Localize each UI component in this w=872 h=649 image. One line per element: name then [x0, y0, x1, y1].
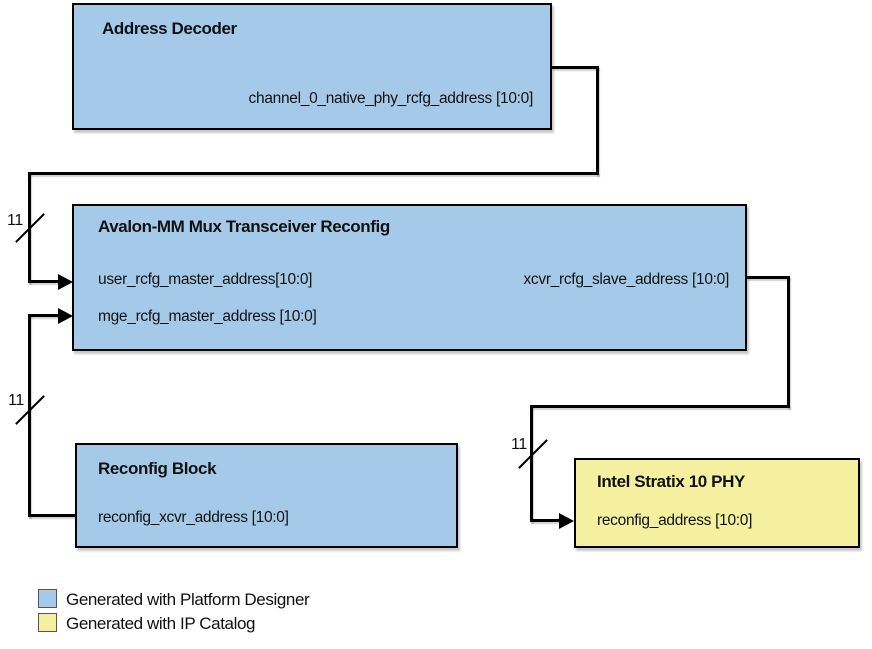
wire-mge-in-h — [28, 314, 60, 317]
port-xcvr-rcfg-slave-address: xcvr_rcfg_slave_address [10:0] — [523, 271, 729, 288]
block-reconfig: Reconfig Block reconfig_xcvr_address [10… — [75, 443, 458, 548]
wire-phy-bus-v — [530, 405, 533, 522]
wire-phy-in-h — [530, 519, 561, 522]
bus-width-label-user: 11 — [7, 212, 24, 229]
block-title-avalon-mm-mux: Avalon-MM Mux Transceiver Reconfig — [98, 217, 390, 236]
port-mge-rcfg-master-address: mge_rcfg_master_address [10:0] — [98, 308, 317, 325]
arrowhead-mge-port — [58, 307, 73, 324]
legend-swatch-ip-catalog — [38, 613, 57, 632]
port-user-rcfg-master-address: user_rcfg_master_address[10:0] — [98, 271, 313, 288]
legend-label-platform-designer: Generated with Platform Designer — [66, 590, 310, 609]
block-stratix-10-phy: Intel Stratix 10 PHY reconfig_address [1… — [574, 458, 860, 548]
wire-reconfig-out-h — [28, 514, 76, 517]
wire-decoder-across-h — [28, 172, 599, 175]
block-title-stratix-10-phy: Intel Stratix 10 PHY — [597, 472, 745, 491]
port-channel-0-native-phy-rcfg-address: channel_0_native_phy_rcfg_address [10:0] — [248, 90, 534, 107]
legend-label-ip-catalog: Generated with IP Catalog — [66, 614, 256, 633]
wire-mge-bus-v — [28, 314, 31, 517]
wire-mux-out-h — [747, 276, 790, 279]
legend-swatch-platform-designer — [38, 589, 57, 608]
wire-decoder-out-h — [552, 66, 599, 69]
wire-mux-across-h — [530, 405, 790, 408]
block-avalon-mm-mux: Avalon-MM Mux Transceiver Reconfig user_… — [72, 204, 747, 351]
arrowhead-user-port — [58, 273, 73, 290]
block-title-address-decoder: Address Decoder — [102, 19, 237, 38]
arrowhead-phy-port — [559, 512, 574, 529]
wire-user-in-h — [28, 280, 60, 283]
bus-width-label-mge: 11 — [8, 392, 25, 409]
block-address-decoder: Address Decoder channel_0_native_phy_rcf… — [72, 3, 552, 130]
block-title-reconfig: Reconfig Block — [98, 459, 217, 478]
port-reconfig-xcvr-address: reconfig_xcvr_address [10:0] — [98, 509, 289, 526]
bus-width-label-phy: 11 — [511, 436, 528, 453]
port-reconfig-address: reconfig_address [10:0] — [597, 512, 753, 529]
wire-decoder-down-v — [596, 66, 599, 175]
wire-mux-down-v — [787, 276, 790, 408]
